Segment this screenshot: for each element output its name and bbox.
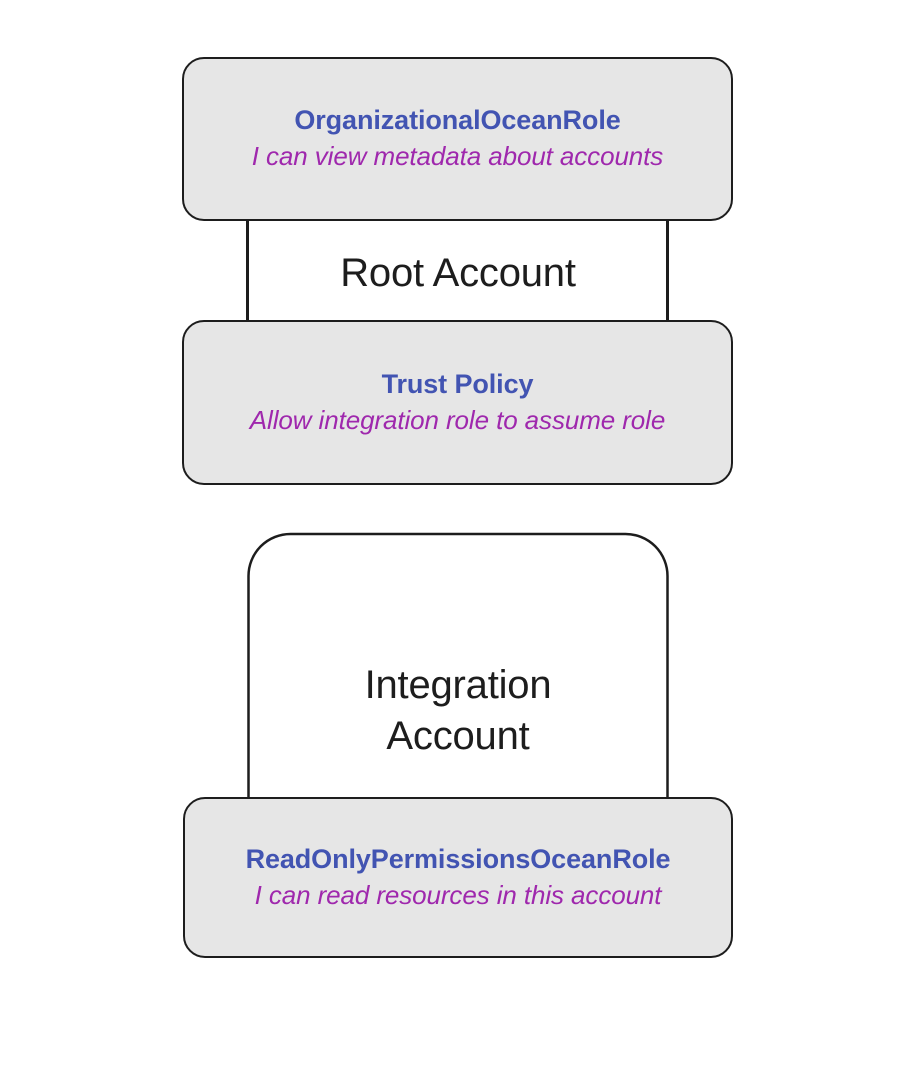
card-readonly-permissions-ocean-role[interactable]: ReadOnlyPermissionsOceanRole I can read …	[183, 797, 733, 958]
card-description-trust-policy: Allow integration role to assume role	[249, 404, 666, 435]
card-title-trust-policy: Trust Policy	[381, 368, 534, 399]
card-title-readonly-permissions-ocean-role: ReadOnlyPermissionsOceanRole	[245, 843, 671, 874]
card-organizational-ocean-role[interactable]: OrganizationalOceanRole I can view metad…	[182, 57, 733, 221]
card-title-organizational-ocean-role: OrganizationalOceanRole	[294, 105, 621, 136]
account-label-root: Root Account	[340, 251, 576, 295]
card-trust-policy[interactable]: Trust Policy Allow integration role to a…	[182, 320, 733, 485]
account-label-integration: Integration Account	[364, 663, 552, 759]
card-description-readonly-permissions-ocean-role: I can read resources in this account	[254, 879, 662, 910]
card-description-organizational-ocean-role: I can view metadata about accounts	[251, 141, 664, 172]
